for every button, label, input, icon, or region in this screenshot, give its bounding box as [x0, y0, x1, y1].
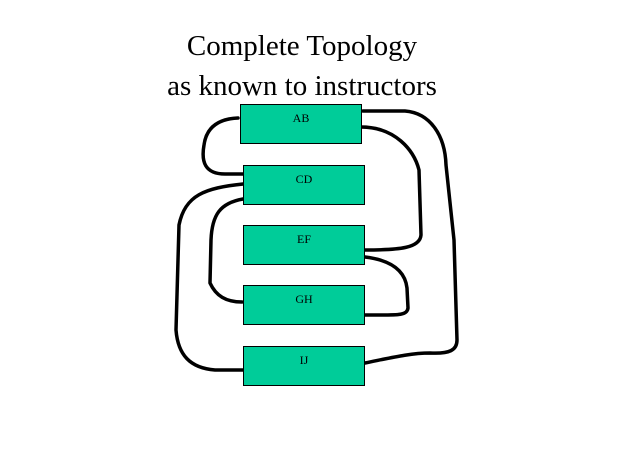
link-ab-ef	[359, 125, 423, 252]
node-ab: AB	[240, 104, 362, 144]
node-gh: GH	[243, 285, 365, 325]
link-ab-cd	[201, 116, 245, 176]
title-line-1: Complete Topology	[186, 30, 418, 62]
node-cd: CD	[243, 165, 365, 205]
link-ef-gh	[363, 255, 410, 317]
title-line-2: as known to instructors	[167, 70, 437, 102]
node-ef: EF	[243, 225, 365, 265]
node-ij: IJ	[243, 346, 365, 386]
link-cd-gh	[208, 197, 245, 304]
link-ab-ij	[361, 109, 459, 365]
link-cd-ij	[174, 182, 245, 372]
